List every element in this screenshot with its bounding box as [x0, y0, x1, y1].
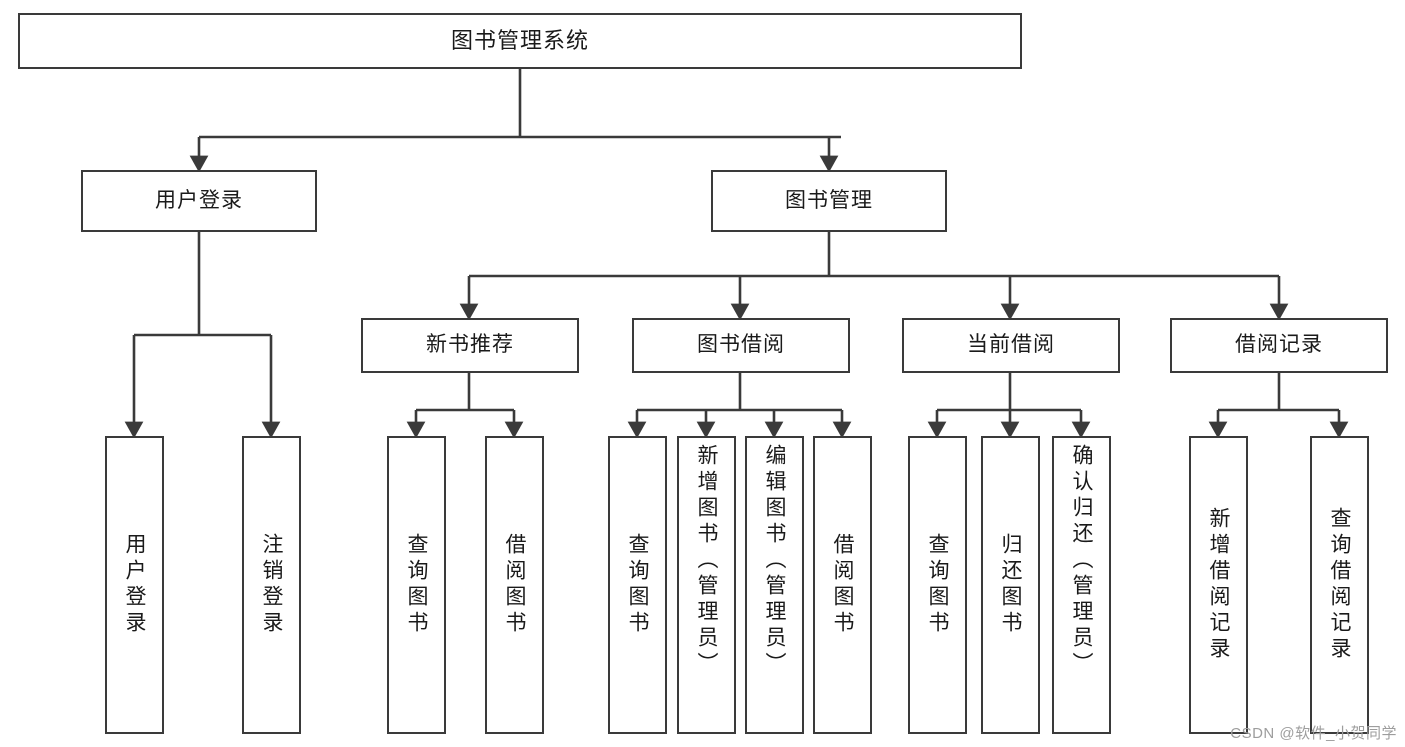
node-label: 新增借阅记录	[1207, 507, 1230, 663]
node-label: 查询借阅记录	[1328, 507, 1351, 663]
node-label: 用户登录	[155, 188, 243, 212]
node-label: 借阅记录	[1235, 333, 1323, 357]
node-label: 图书借阅	[697, 333, 785, 357]
node-label: 编辑图书（管理员）	[763, 444, 786, 678]
node-label: 查询图书	[405, 533, 428, 637]
leaf-return-books[interactable]: 归还图书	[981, 436, 1040, 734]
node-borrowing-records[interactable]: 借阅记录	[1170, 318, 1388, 373]
node-new-book-recommendation[interactable]: 新书推荐	[361, 318, 579, 373]
leaf-borrow-books[interactable]: 借阅图书	[813, 436, 872, 734]
leaf-borrow-books-newbook[interactable]: 借阅图书	[485, 436, 544, 734]
node-label: 图书管理	[785, 188, 873, 212]
node-label: 当前借阅	[967, 333, 1055, 357]
node-label: 新书推荐	[426, 333, 514, 357]
node-current-borrowing[interactable]: 当前借阅	[902, 318, 1120, 373]
node-book-management[interactable]: 图书管理	[711, 170, 947, 232]
node-label: 借阅图书	[503, 533, 526, 637]
node-label: 图书管理系统	[450, 28, 589, 54]
leaf-query-borrow-record[interactable]: 查询借阅记录	[1310, 436, 1369, 734]
node-book-management-system[interactable]: 图书管理系统	[18, 13, 1022, 69]
node-label: 查询图书	[626, 533, 649, 637]
leaf-add-book-admin[interactable]: 新增图书（管理员）	[677, 436, 736, 734]
leaf-query-books-current[interactable]: 查询图书	[908, 436, 967, 734]
node-label: 用户登录	[123, 533, 146, 637]
leaf-confirm-return-admin[interactable]: 确认归还（管理员）	[1052, 436, 1111, 734]
node-label: 注销登录	[260, 533, 283, 637]
node-label: 新增图书（管理员）	[695, 444, 718, 678]
leaf-add-borrow-record[interactable]: 新增借阅记录	[1189, 436, 1248, 734]
leaf-query-books-newbook[interactable]: 查询图书	[387, 436, 446, 734]
leaf-user-login[interactable]: 用户登录	[105, 436, 164, 734]
node-user-login[interactable]: 用户登录	[81, 170, 317, 232]
node-label: 查询图书	[926, 533, 949, 637]
leaf-query-books-borrow[interactable]: 查询图书	[608, 436, 667, 734]
leaf-user-logout[interactable]: 注销登录	[242, 436, 301, 734]
node-label: 归还图书	[999, 533, 1022, 637]
leaf-edit-book-admin[interactable]: 编辑图书（管理员）	[745, 436, 804, 734]
watermark: CSDN @软件_小贺同学	[1230, 725, 1397, 742]
node-label: 借阅图书	[831, 533, 854, 637]
node-book-borrowing[interactable]: 图书借阅	[632, 318, 850, 373]
node-label: 确认归还（管理员）	[1070, 444, 1093, 678]
